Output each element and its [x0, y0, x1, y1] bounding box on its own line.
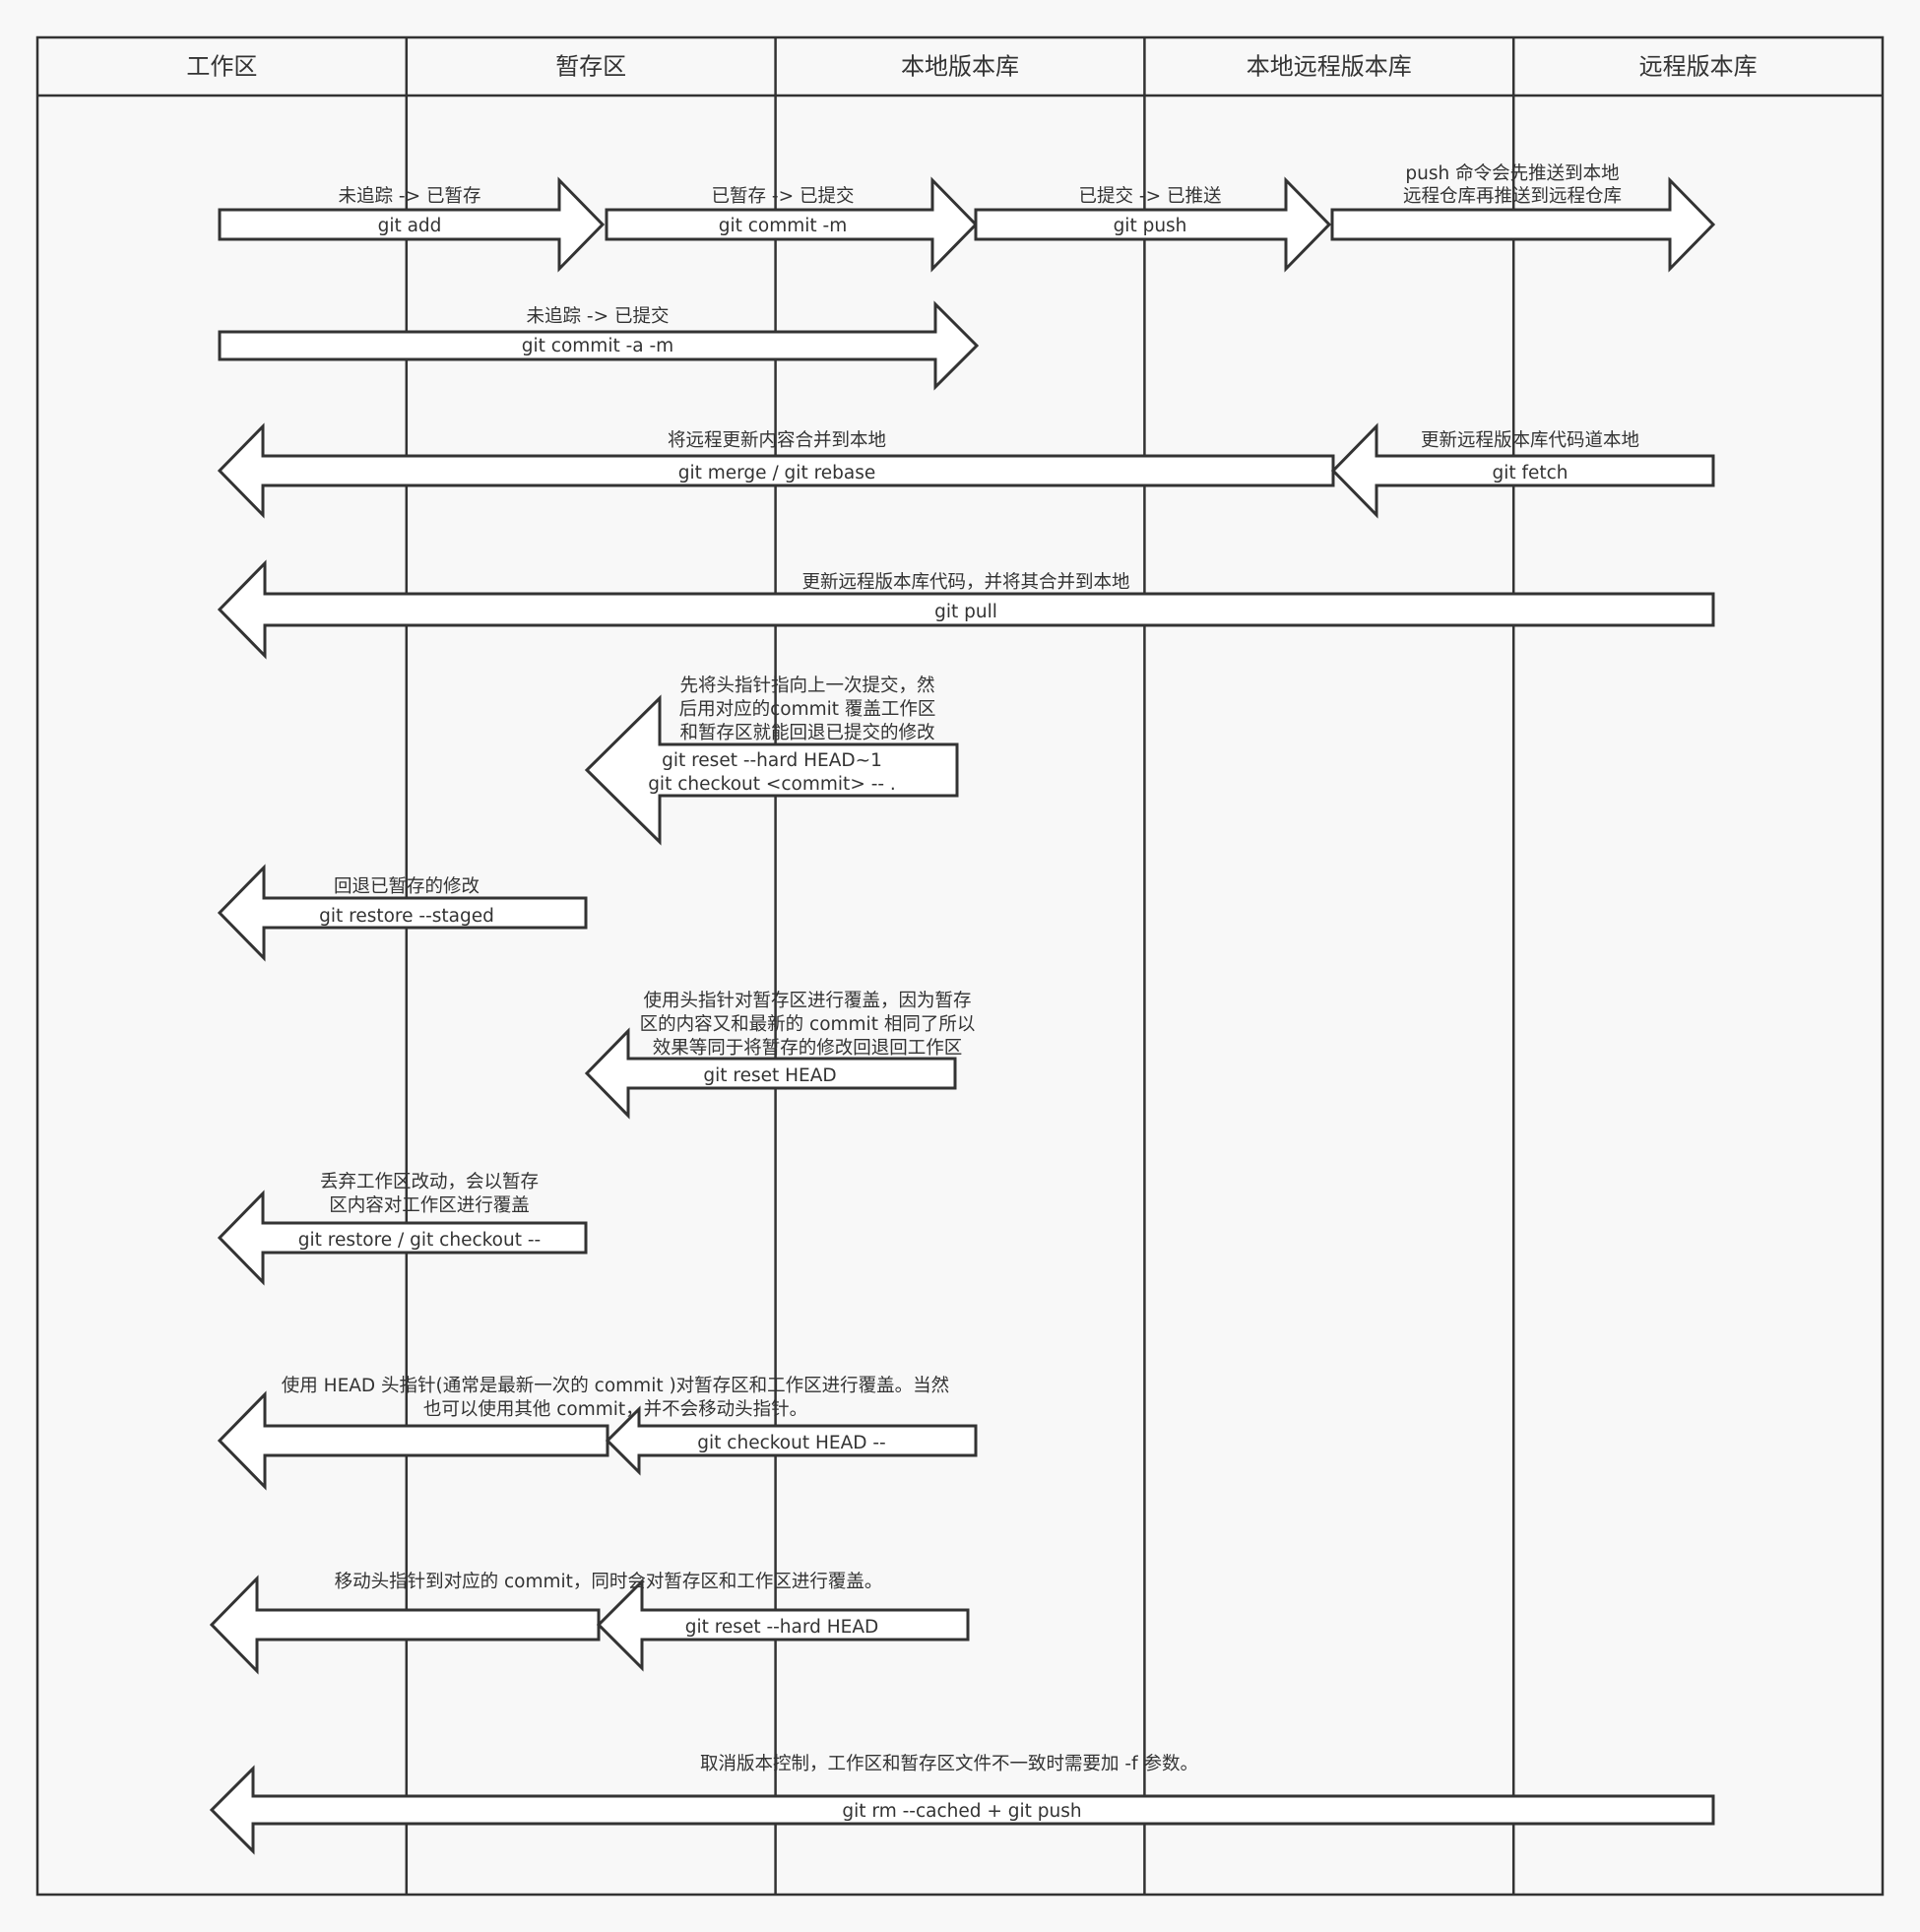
arrow-checkout-head — [217, 1390, 609, 1491]
label-pull-command: git pull — [934, 602, 997, 622]
label-restore-command: git restore / git checkout -- — [298, 1230, 541, 1251]
label-pull-description: 更新远程版本库代码，并将其合并到本地 — [801, 572, 1129, 593]
lane-header: 远程版本库 — [1639, 53, 1758, 81]
label-restore-staged-description: 回退已暂存的修改 — [334, 876, 480, 897]
label-push-command: git push — [1114, 216, 1187, 236]
label-rm-cached-description: 取消版本控制，工作区和暂存区文件不一致时需要加 -f 参数。 — [700, 1754, 1198, 1774]
label-restore-description: 区内容对工作区进行覆盖 — [329, 1195, 530, 1216]
label-reset-head-description: 效果等同于将暂存的修改回退回工作区 — [653, 1038, 963, 1059]
arrow-reset-head — [584, 1027, 957, 1120]
arrow-layer — [209, 176, 1716, 1855]
swimlane-grid — [35, 35, 1885, 1897]
label-reset-head-description: 使用头指针对暂存区进行覆盖，因为暂存 — [643, 991, 971, 1011]
arrow-commit — [605, 176, 979, 273]
label-add-command: git add — [378, 216, 442, 236]
label-reset-hard-head1-description: 和暂存区就能回退已提交的修改 — [679, 723, 934, 743]
label-push-description: 已提交 -> 已推送 — [1079, 186, 1222, 207]
lane-headers: 工作区 暂存区 本地版本库 本地远程版本库 远程版本库 — [186, 53, 1757, 81]
label-restore-description: 丢弃工作区改动，会以暂存 — [320, 1172, 539, 1192]
label-reset-hard-head1-description: 先将头指针指向上一次提交，然 — [679, 676, 934, 696]
arrow-fetch — [1330, 422, 1715, 519]
arrow-reset-hard-head1 — [584, 694, 959, 846]
label-commit-command: git commit -m — [719, 216, 848, 236]
arrow-restore-staged — [217, 864, 588, 962]
diagram-frame — [35, 35, 1885, 1897]
label-checkout-head-description: 使用 HEAD 头指针(通常是最新一次的 commit )对暂存区和工作区进行覆… — [282, 1376, 949, 1396]
arrow-merge — [217, 422, 1335, 519]
label-reset-head-command: git reset HEAD — [703, 1065, 836, 1086]
label-reset-hard-head1-command: git reset --hard HEAD~1 — [662, 750, 882, 771]
label-rm-cached-command: git rm --cached + git push — [842, 1801, 1081, 1822]
arrow-rm-cached — [209, 1765, 1715, 1855]
arrow-reset-hard-head-part2 — [596, 1578, 970, 1672]
arrow-push-remote — [1330, 176, 1716, 273]
label-commit-description: 已暂存 -> 已提交 — [712, 186, 855, 207]
lane-header: 暂存区 — [555, 53, 626, 81]
label-checkout-head-description: 也可以使用其他 commit，并不会移动头指针。 — [423, 1399, 807, 1420]
label-layer: 未追踪 -> 已暂存 git add 已暂存 -> 已提交 git commit -m… — [282, 163, 1639, 1822]
label-merge-command: git merge / git rebase — [678, 463, 876, 483]
label-push-remote-description: push 命令会先推送到本地 — [1405, 163, 1619, 184]
arrow-reset-hard-head — [209, 1575, 601, 1675]
label-reset-hard-head-command: git reset --hard HEAD — [685, 1617, 879, 1638]
arrow-commit-a — [218, 300, 980, 391]
label-push-remote-description: 远程仓库再推送到远程仓库 — [1403, 186, 1622, 207]
label-fetch-description: 更新远程版本库代码道本地 — [1421, 430, 1639, 451]
arrow-pull — [217, 559, 1715, 660]
label-reset-hard-head1-description: 后用对应的commit 覆盖工作区 — [679, 699, 936, 720]
label-commit-a-command: git commit -a -m — [522, 336, 673, 356]
arrow-checkout-head-part2 — [605, 1405, 978, 1476]
label-reset-hard-head1-command: git checkout <commit> -- . — [648, 774, 896, 795]
label-fetch-command: git fetch — [1492, 463, 1568, 483]
arrow-add — [218, 176, 606, 273]
arrow-push — [974, 176, 1332, 273]
label-reset-hard-head-description: 移动头指针到对应的 commit，同时会对暂存区和工作区进行覆盖。 — [335, 1572, 883, 1592]
lane-header: 本地远程版本库 — [1247, 53, 1412, 81]
label-commit-a-description: 未追踪 -> 已提交 — [527, 306, 670, 327]
label-checkout-head-command: git checkout HEAD -- — [697, 1433, 885, 1453]
lane-header: 工作区 — [186, 53, 257, 81]
label-restore-staged-command: git restore --staged — [319, 906, 494, 927]
label-reset-head-description: 区的内容又和最新的 commit 相同了所以 — [640, 1014, 976, 1035]
lane-header: 本地版本库 — [901, 53, 1019, 81]
label-add-description: 未追踪 -> 已暂存 — [339, 186, 481, 207]
label-merge-description: 将远程更新内容合并到本地 — [668, 430, 886, 451]
arrow-restore — [217, 1190, 588, 1286]
